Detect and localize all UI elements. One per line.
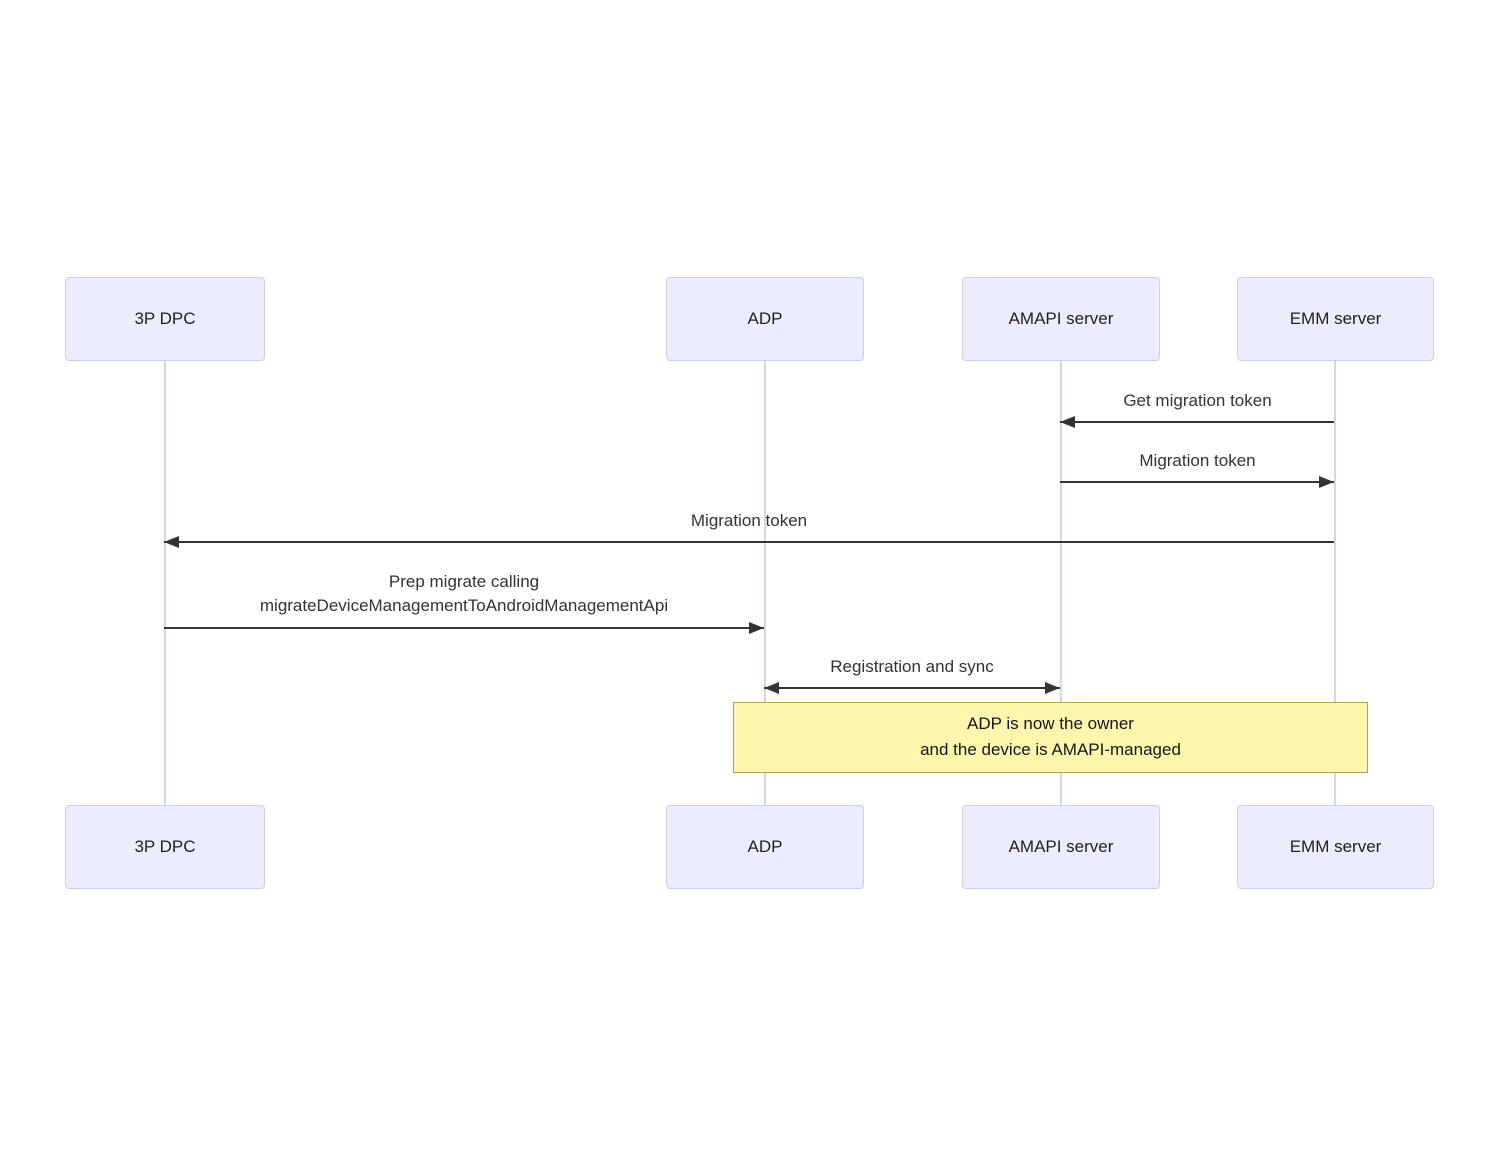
arrowhead-right-icon — [1045, 682, 1060, 694]
message-label-migration-token: Migration token — [1139, 451, 1256, 470]
actor-label: 3P DPC — [134, 837, 196, 856]
lifeline-emm-server — [1334, 361, 1336, 805]
actor-bottom-amapi-server: AMAPI server — [962, 805, 1160, 889]
lifeline-3p-dpc — [164, 361, 166, 805]
message-label-line-2: migrateDeviceManagementToAndroidManageme… — [259, 596, 669, 615]
actor-label: 3P DPC — [134, 309, 196, 328]
message-label-registration-sync: Registration and sync — [830, 657, 994, 676]
message-label-line-1: Prep migrate calling — [388, 572, 540, 591]
note-line-2: and the device is AMAPI-managed — [920, 740, 1181, 759]
message-label-migration-token-long: Migration token — [690, 511, 808, 530]
actor-top-emm-server: EMM server — [1237, 277, 1434, 361]
message-label-get-migration-token: Get migration token — [1123, 391, 1272, 410]
actor-top-adp: ADP — [666, 277, 864, 361]
lifeline-adp — [764, 361, 766, 805]
message-line — [1060, 421, 1334, 423]
message-line — [164, 627, 764, 629]
actor-bottom-3p-dpc: 3P DPC — [65, 805, 265, 889]
arrowhead-right-icon — [749, 622, 764, 634]
actor-bottom-adp: ADP — [666, 805, 864, 889]
message-line — [764, 687, 1060, 689]
arrowhead-left-icon — [764, 682, 779, 694]
actor-top-3p-dpc: 3P DPC — [65, 277, 265, 361]
note-adp-owner: ADP is now the owner and the device is A… — [733, 702, 1368, 773]
actor-label: ADP — [747, 309, 783, 328]
message-line — [1060, 481, 1334, 483]
message-line — [164, 541, 1334, 543]
lifeline-amapi-server — [1060, 361, 1062, 805]
arrowhead-left-icon — [164, 536, 179, 548]
note-line-1: ADP is now the owner — [967, 714, 1134, 733]
actor-bottom-emm-server: EMM server — [1237, 805, 1434, 889]
arrowhead-right-icon — [1319, 476, 1334, 488]
actor-label: AMAPI server — [1008, 837, 1114, 856]
arrowhead-left-icon — [1060, 416, 1075, 428]
actor-label: EMM server — [1289, 837, 1382, 856]
actor-top-amapi-server: AMAPI server — [962, 277, 1160, 361]
actor-label: AMAPI server — [1008, 309, 1114, 328]
actor-label: ADP — [747, 837, 783, 856]
actor-label: EMM server — [1289, 309, 1382, 328]
message-label-prep-migrate: Prep migrate calling migrateDeviceManage… — [64, 570, 864, 618]
